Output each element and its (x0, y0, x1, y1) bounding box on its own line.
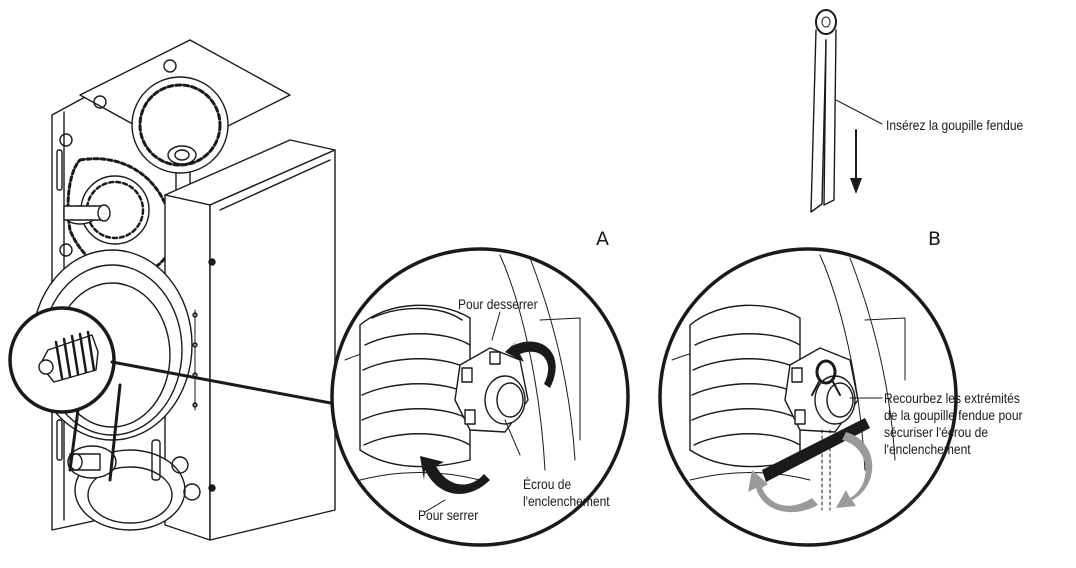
bend-arrow-left-icon (748, 470, 818, 513)
bend-ends-label-line3: sécuriser l'écrou de (884, 424, 989, 440)
bend-ends-label-line1: Recourbez les extrémités (884, 390, 1020, 406)
operator-unit (8, 39, 354, 541)
clutch-nut-label-line2: l'enclenchement (523, 493, 610, 509)
tighten-arrow-icon (420, 456, 490, 494)
panel-label-b: B (928, 228, 942, 250)
large-sprocket (131, 76, 229, 174)
motor-cover (164, 139, 336, 541)
panel-label-a: A (596, 228, 609, 250)
cotter-pin (810, 9, 883, 213)
panel-b-closeup (658, 247, 958, 547)
clutch-spring-b (689, 304, 801, 468)
bend-ends-label-line4: l'enclenchement (884, 441, 971, 457)
small-sprocket (63, 157, 173, 277)
clutch-callout-circle (8, 306, 354, 414)
loosen-label: Pour desserrer (458, 296, 538, 312)
clutch-nut-a (454, 347, 529, 433)
bend-arrow-right-icon (836, 432, 873, 508)
clutch-spring-a (359, 304, 471, 468)
cotter-pin-installed (762, 359, 870, 511)
loosen-arrow-icon (505, 338, 556, 388)
insert-arrow-icon (850, 129, 862, 194)
panel-a-closeup (330, 247, 630, 547)
tighten-label: Pour serrer (418, 507, 479, 523)
bend-ends-label-line2: de la goupille fendue pour (884, 407, 1023, 423)
clutch-nut-label-line1: Écrou de (523, 476, 572, 492)
insert-cotter-pin-label: Insérez la goupille fendue (886, 117, 1024, 133)
clutch-nut-b (784, 347, 859, 433)
